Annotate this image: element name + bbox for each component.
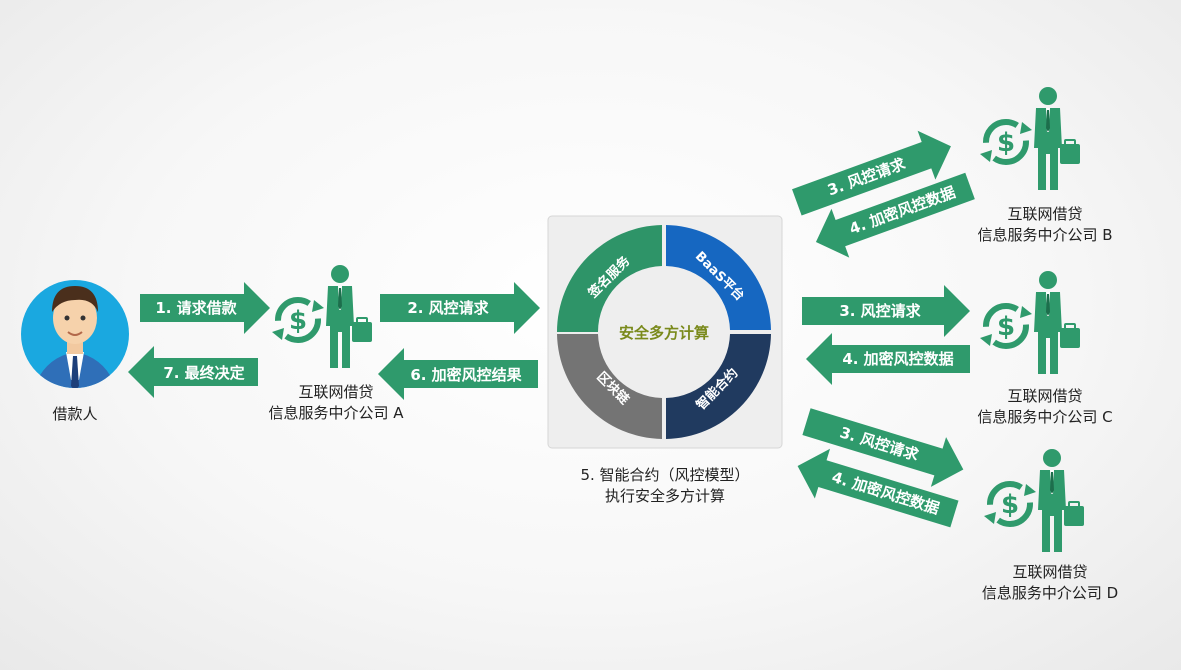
arrow-risk-request-c: 3. 风控请求 bbox=[802, 285, 970, 337]
company-c-label: 互联网借贷 信息服务中介公司 C bbox=[955, 386, 1135, 428]
company-d-label: 互联网借贷 信息服务中介公司 D bbox=[960, 562, 1140, 604]
company-c-line1: 互联网借贷 bbox=[1007, 387, 1083, 405]
platform-caption-line1: 5. 智能合约（风控模型） bbox=[580, 466, 750, 484]
segment-smart-contract bbox=[666, 334, 771, 439]
company-a-label: 互联网借贷 信息服务中介公司 A bbox=[246, 382, 426, 424]
company-d-line1: 互联网借贷 bbox=[1012, 563, 1088, 581]
company-a-icon bbox=[272, 265, 372, 368]
arrow-risk-request-a-label: 2. 风控请求 bbox=[407, 299, 489, 317]
arrow-final-decision-label: 7. 最终决定 bbox=[163, 364, 244, 382]
borrower-avatar bbox=[21, 280, 129, 388]
segment-baas bbox=[666, 225, 771, 330]
segment-signature bbox=[557, 225, 662, 332]
arrow-encrypted-data-c-label: 4. 加密风控数据 bbox=[842, 350, 953, 368]
platform-box: 签名服务 BaaS平台 智能合约 区块链 安全多方计算 bbox=[547, 215, 783, 449]
company-b-label: 互联网借贷 信息服务中介公司 B bbox=[955, 204, 1135, 246]
arrow-request-loan: 1. 请求借款 bbox=[140, 282, 270, 334]
company-a-line1: 互联网借贷 bbox=[298, 383, 374, 401]
company-c-icon bbox=[980, 271, 1080, 374]
borrower-label: 借款人 bbox=[52, 405, 98, 423]
company-d-line2: 信息服务中介公司 D bbox=[981, 584, 1119, 602]
arrow-risk-request-c-label: 3. 风控请求 bbox=[839, 302, 921, 320]
company-b-line2: 信息服务中介公司 B bbox=[977, 226, 1113, 244]
arrow-final-decision: 7. 最终决定 bbox=[128, 346, 258, 398]
company-d-icon bbox=[984, 449, 1084, 552]
company-b-line1: 互联网借贷 bbox=[1007, 205, 1083, 223]
arrow-risk-request-a: 2. 风控请求 bbox=[380, 282, 540, 334]
company-b-icon bbox=[980, 87, 1080, 190]
platform-caption-line2: 执行安全多方计算 bbox=[604, 487, 725, 505]
arrow-encrypted-result: 6. 加密风控结果 bbox=[378, 348, 538, 400]
arrow-request-loan-label: 1. 请求借款 bbox=[155, 299, 237, 317]
segment-blockchain bbox=[557, 334, 662, 439]
arrow-encrypted-result-label: 6. 加密风控结果 bbox=[410, 366, 522, 384]
company-c-line2: 信息服务中介公司 C bbox=[977, 408, 1113, 426]
platform-center-label: 安全多方计算 bbox=[619, 324, 709, 342]
company-a-line2: 信息服务中介公司 A bbox=[268, 404, 404, 422]
platform-caption: 5. 智能合约（风控模型） 执行安全多方计算 bbox=[545, 465, 785, 507]
arrow-encrypted-data-c: 4. 加密风控数据 bbox=[806, 333, 970, 385]
